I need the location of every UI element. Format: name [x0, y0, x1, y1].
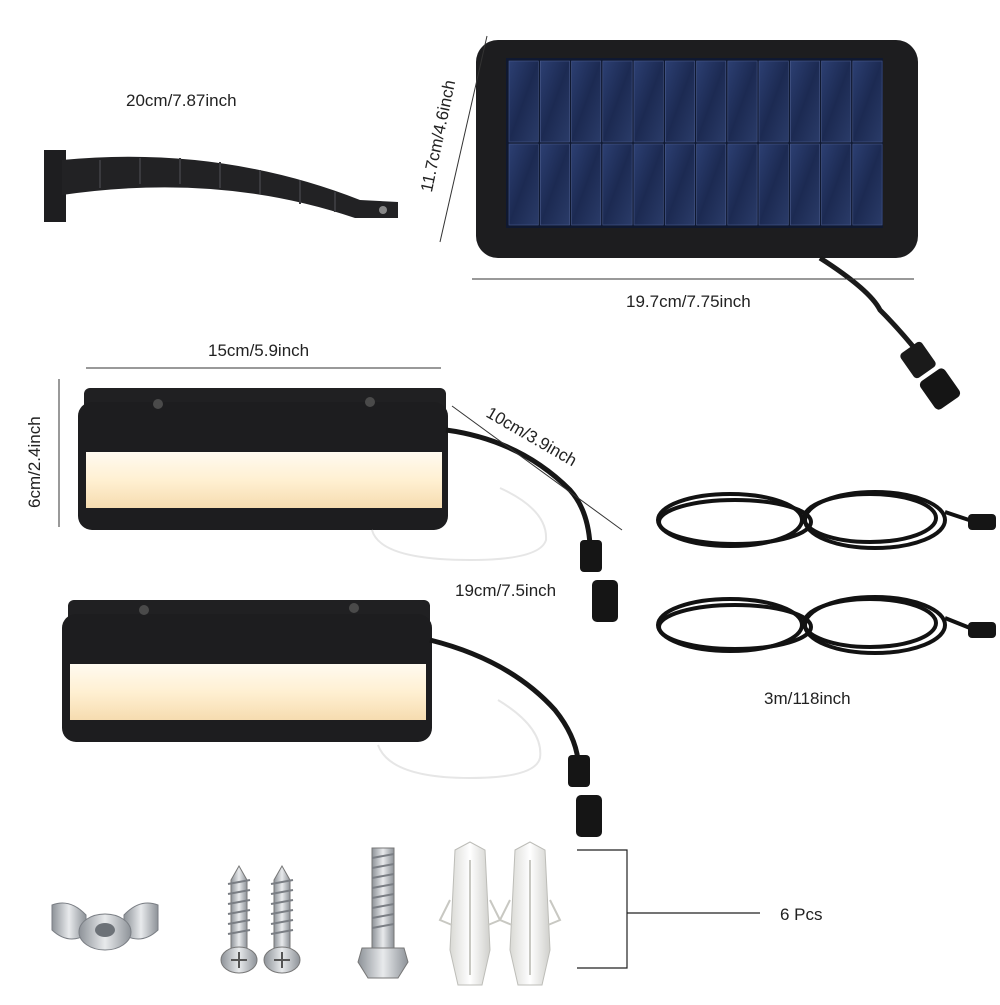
solar-cell — [758, 60, 789, 143]
extension-cable-2-connector — [968, 622, 996, 638]
mounting-bracket — [44, 150, 398, 222]
solar-cell — [571, 60, 602, 143]
light-cable-label: 19cm/7.5inch — [455, 581, 557, 600]
extension-cable-label: 3m/118inch — [764, 689, 851, 708]
wing-nut — [51, 902, 159, 951]
extension-cable-1-connector — [968, 514, 996, 530]
solar-cell — [571, 143, 602, 226]
solar-cell — [508, 143, 539, 226]
solar-cell — [852, 60, 883, 143]
solar-cell — [727, 143, 758, 226]
light-width-label: 15cm/5.9inch — [208, 341, 310, 360]
wall-light-2 — [62, 600, 602, 837]
machine-bolt — [357, 847, 409, 979]
solar-cell — [602, 60, 633, 143]
solar-cell — [633, 60, 664, 143]
panel-height-line — [439, 35, 488, 243]
wood-screw-1 — [220, 864, 258, 974]
wood-screw-2 — [263, 864, 301, 974]
hardware-count-label: 6 Pcs — [780, 905, 823, 924]
light-height-label: 6cm/2.4inch — [25, 416, 44, 508]
solar-cell — [821, 143, 852, 226]
solar-cell — [727, 60, 758, 143]
wall-light-1 — [78, 388, 618, 622]
solar-cell — [664, 60, 695, 143]
wall-anchor-2 — [498, 841, 562, 986]
solar-cells — [508, 60, 883, 226]
solar-cell — [758, 143, 789, 226]
solar-panel-cable — [818, 255, 922, 357]
solar-cell — [789, 143, 820, 226]
solar-cell — [852, 143, 883, 226]
extension-cable-2 — [656, 595, 976, 655]
solar-cell — [696, 143, 727, 226]
extension-cable-1 — [656, 490, 976, 550]
solar-cell — [539, 60, 570, 143]
solar-cell — [696, 60, 727, 143]
solar-cell — [789, 60, 820, 143]
light-depth-line — [451, 405, 623, 531]
solar-panel-connector — [900, 341, 961, 410]
solar-cell — [508, 60, 539, 143]
panel-width-label: 19.7cm/7.75inch — [626, 292, 751, 311]
solar-panel — [476, 40, 918, 258]
bracket-length-label: 20cm/7.87inch — [126, 91, 237, 110]
solar-cell — [633, 143, 664, 226]
hardware-group-bracket — [577, 849, 760, 969]
solar-cell — [664, 143, 695, 226]
solar-cell — [821, 60, 852, 143]
wall-anchor-1 — [438, 841, 502, 986]
solar-cell — [602, 143, 633, 226]
solar-cell — [539, 143, 570, 226]
